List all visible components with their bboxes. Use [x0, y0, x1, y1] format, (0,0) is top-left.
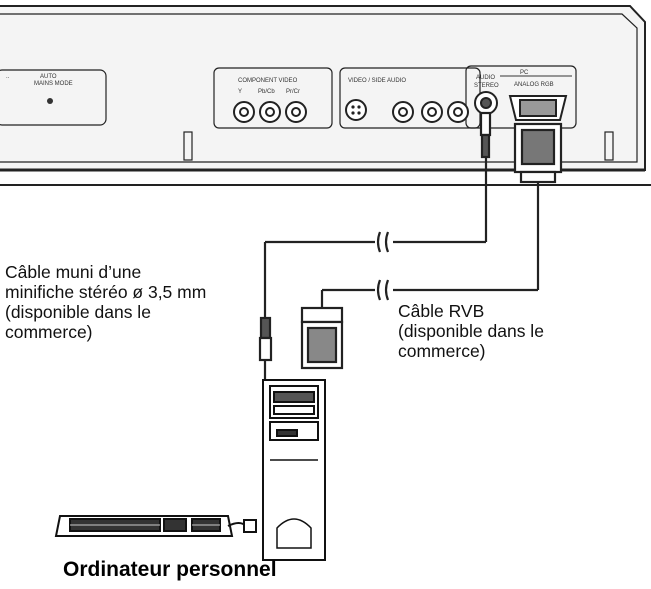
pc-tower-icon [262, 379, 326, 561]
video-side-jacks [345, 99, 469, 123]
panel-label-left-1: .. [6, 74, 10, 80]
rgb-cable-label: Câble RVB (disponible dans le commerce) [398, 301, 618, 361]
analog-rgb-label: ANALOG RGB [514, 82, 554, 88]
pc-label: PC [520, 70, 529, 76]
stereo-cable [258, 111, 492, 380]
panel-label-left-2: AUTO [40, 74, 57, 80]
component-jack-pb: Pb/Cb [258, 89, 275, 95]
rgb-cable-label-line-3: commerce) [398, 341, 486, 361]
stereo-label: STEREO [474, 83, 499, 89]
stereo-mini-jack [474, 91, 498, 115]
component-jack-pr: Pr/Cr [286, 89, 300, 95]
stereo-cable-label-line-3: (disponible dans le [5, 302, 151, 322]
panel-label-left-3: MAINS MODE [34, 81, 73, 87]
stereo-cable-label-line-2: minifiche stéréo ø 3,5 mm [5, 282, 207, 302]
diagram-caption: Ordinateur personnel [63, 558, 277, 581]
stereo-cable-label-line-1: Câble muni d’une [5, 262, 142, 282]
component-jack-y: Y [238, 89, 242, 95]
rgb-cable [300, 122, 563, 370]
rgb-cable-label-line-1: Câble RVB [398, 301, 485, 321]
video-side-label: VIDEO / SIDE AUDIO [348, 78, 406, 84]
audio-label: AUDIO [476, 75, 495, 81]
stereo-cable-label: Câble muni d’une minifiche stéréo ø 3,5 … [5, 262, 265, 342]
component-video-jacks [233, 101, 307, 123]
rgb-cable-label-line-2: (disponible dans le [398, 321, 544, 341]
analog-rgb-port [508, 95, 568, 121]
component-video-label: COMPONENT VIDEO [238, 78, 298, 84]
keyboard-icon [54, 515, 257, 537]
stereo-cable-label-line-4: commerce) [5, 322, 93, 342]
